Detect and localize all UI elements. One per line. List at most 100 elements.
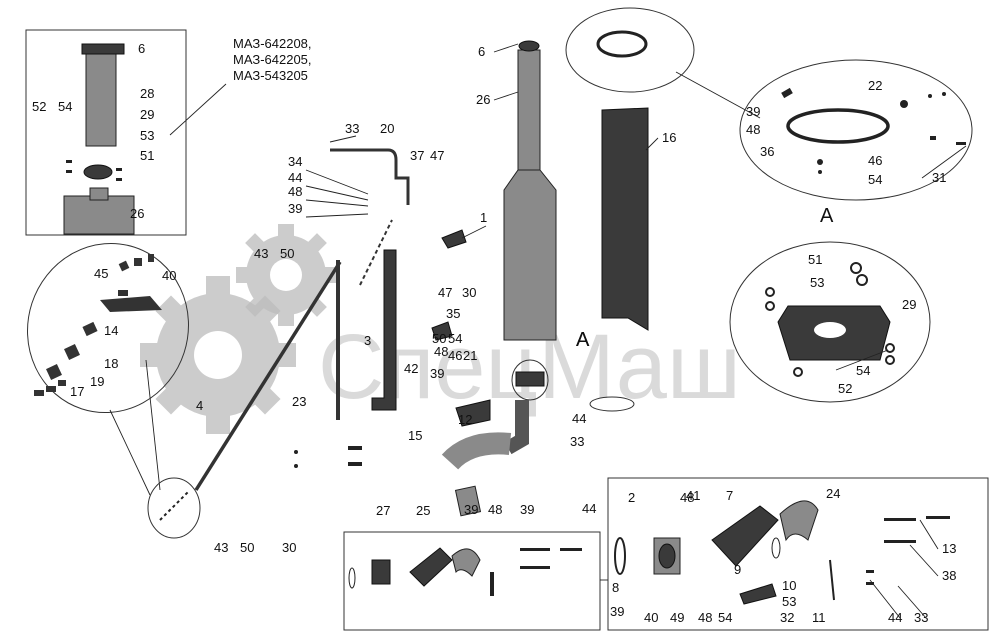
callout-main_center-0: 6: [478, 44, 485, 59]
oval-leader-1: [145, 359, 161, 491]
inset-top-left: [25, 29, 187, 236]
callout-main_left-11: 40: [162, 268, 176, 283]
callout-main_center-19: 44: [582, 501, 596, 516]
callout-main_center-11: 15: [408, 428, 422, 443]
callout-main_center-17: 48: [488, 502, 502, 517]
cap-part-6: [518, 40, 540, 52]
callout-oval_right-0: 39: [746, 104, 760, 119]
sleeve-part-25: [454, 485, 482, 517]
inset-top-left-parts: [63, 43, 135, 235]
callout-main_left-23: 39: [430, 366, 444, 381]
callout-main_center-10: 12: [458, 412, 472, 427]
model-line-3: МАЗ-543205: [233, 68, 308, 83]
callout-inset_br-14: 48: [698, 610, 712, 625]
callout-main_center-12: 44: [572, 411, 586, 426]
callout-oval_right-5: 54: [868, 172, 882, 187]
callout-inset_br-1: 48: [680, 490, 694, 505]
callout-main_left-2: 34: [288, 154, 302, 169]
callout-view_a-2: 29: [902, 297, 916, 312]
callout-inset_br-9: 54: [718, 610, 732, 625]
shield-part-16: [601, 107, 649, 331]
callout-view_a-1: 53: [810, 275, 824, 290]
callout-main_left-18: 43: [214, 540, 228, 555]
callout-oval_right-2: 36: [760, 144, 774, 159]
callout-main_center-18: 39: [520, 502, 534, 517]
bracket-detail: [359, 219, 393, 286]
callout-main_left-9: 50: [280, 246, 294, 261]
pipe-part-26: [517, 49, 541, 181]
detail-oval-right: [739, 59, 973, 201]
detail-oval-left: [27, 242, 189, 414]
callout-main_left-12: 14: [104, 323, 118, 338]
callout-oval_right-4: 46: [868, 153, 882, 168]
callout-main_center-7: 54: [448, 331, 462, 346]
leader-inset_br-1: [897, 585, 927, 619]
callout-main_center-8: 46: [448, 348, 462, 363]
clamp-callout-circle: [511, 359, 549, 401]
callout-main_center-6: 35: [446, 306, 460, 321]
oval-right-hardware: [781, 87, 966, 174]
callout-inset_tl-1: 28: [140, 86, 154, 101]
bracket-part-20: [330, 148, 410, 205]
callout-inset_br-4: 24: [826, 486, 840, 501]
callout-inset_br-0: 2: [628, 490, 635, 505]
callout-inset_tl-0: 6: [138, 41, 145, 56]
small-hardware-left: [294, 446, 362, 468]
bracket-part-small: [431, 321, 453, 341]
model-leader: [169, 83, 227, 136]
pipe-bend-part-27: [441, 432, 512, 470]
rod-part-4: [194, 261, 342, 491]
callout-inset_br-6: 9: [734, 562, 741, 577]
view-a-title: A: [820, 205, 834, 227]
callout-main_left-16: 4: [196, 398, 203, 413]
leader-main_left-1: [305, 169, 369, 195]
callout-inset_br-2: 41: [686, 488, 700, 503]
callout-main_left-15: 17: [70, 384, 84, 399]
clamp-ring-large: [786, 108, 890, 144]
callout-inset_br-10: 32: [780, 610, 794, 625]
callout-inset_br-12: 40: [644, 610, 658, 625]
callout-main_left-20: 30: [282, 540, 296, 555]
detail-view-a: [729, 241, 931, 403]
view-a-marker: A: [576, 329, 590, 351]
leader-main_center-1: [493, 91, 519, 101]
small-oval-part: [159, 491, 189, 521]
leader-inset_br-3: [909, 544, 939, 577]
callout-inset_tl-5: 53: [140, 128, 154, 143]
callout-main_left-14: 19: [90, 374, 104, 389]
callout-main_left-7: 47: [430, 148, 444, 163]
callout-inset_tl-6: 51: [140, 148, 154, 163]
callout-main_center-20: A: [576, 329, 590, 351]
inset-bottom-right: [607, 477, 989, 631]
callout-oval_right-3: 22: [868, 78, 882, 93]
leader-main_left-3: [305, 199, 369, 207]
leader-main_center-2: [645, 137, 659, 151]
leader-view_a-0: [835, 349, 889, 371]
callout-main_left-22: 42: [404, 361, 418, 376]
detail-oval-small: [147, 477, 201, 539]
callout-main_left-19: 50: [240, 540, 254, 555]
inset-bottom-center: [343, 531, 601, 631]
callout-main_center-5: 30: [462, 285, 476, 300]
inset-bottom-right-parts: [614, 500, 950, 605]
callout-main_left-5: 39: [288, 201, 302, 216]
leader-main_center-3: [461, 225, 487, 239]
detail-oval-left-parts: [34, 254, 162, 396]
leader-oval_right-0: [921, 145, 967, 179]
callout-inset_tl-2: 52: [32, 99, 46, 114]
leader-main_left-4: [305, 213, 369, 218]
callout-inset_br-7: 10: [782, 578, 796, 593]
clamp-part: [515, 371, 545, 387]
bracket-part-1: [441, 229, 467, 249]
callout-inset_br-19: 33: [914, 610, 928, 625]
callout-oval_right-6: 31: [932, 170, 946, 185]
callout-main_left-10: 45: [94, 266, 108, 281]
view-a-washers: [765, 262, 895, 377]
callout-view_a-0: 51: [808, 252, 822, 267]
callout-inset_br-8: 53: [782, 594, 796, 609]
callout-main_left-6: 37: [410, 148, 424, 163]
callout-inset_br-15: 11: [812, 610, 826, 625]
ring-part: [589, 396, 635, 412]
